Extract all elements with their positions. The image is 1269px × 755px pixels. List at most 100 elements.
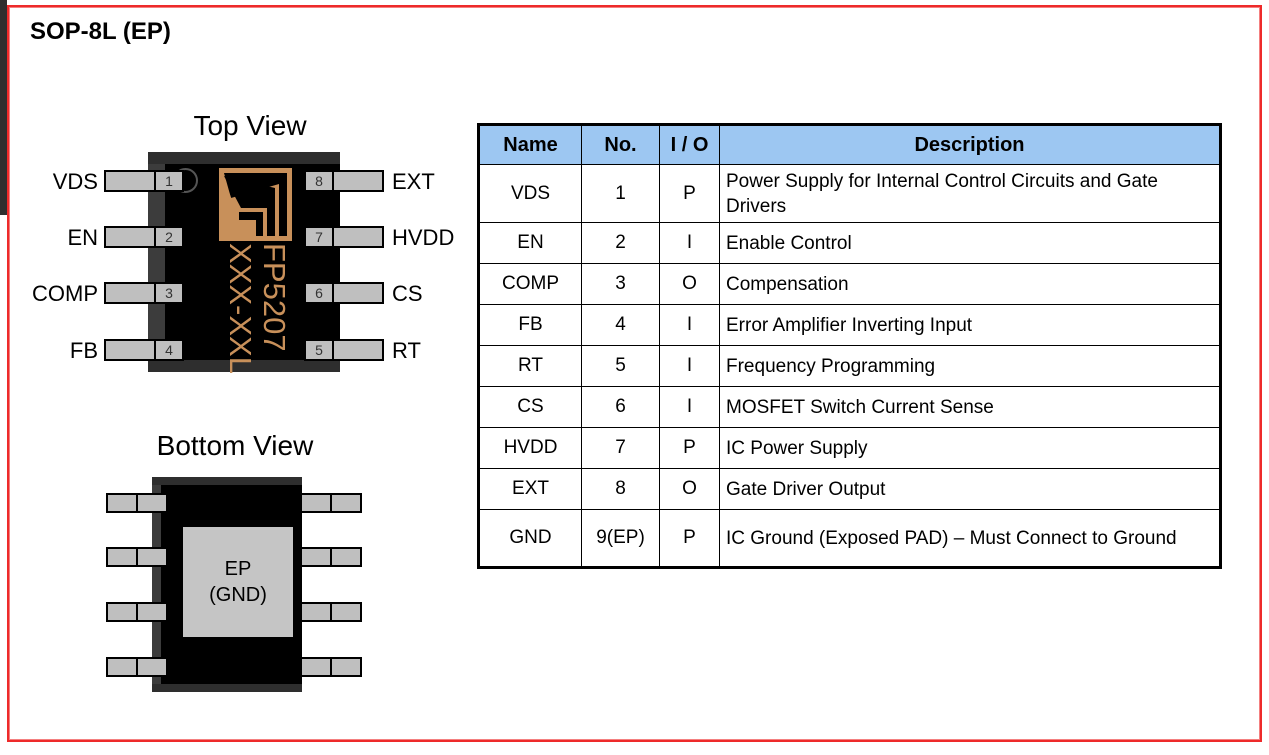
page-title: SOP-8L (EP) (30, 18, 171, 45)
pin-number-2: 2 (154, 228, 182, 246)
table-header-row: Name No. I / O Description (478, 124, 1221, 165)
column-header-io: I / O (659, 124, 720, 165)
chip-bevel-right-bottomview (0, 0, 7, 215)
cell-name: EXT (478, 468, 582, 510)
pin-label-cs: CS (392, 281, 423, 306)
page-border (7, 5, 1262, 742)
column-header-name: Name (478, 124, 582, 165)
cell-description: MOSFET Switch Current Sense (719, 386, 1221, 428)
cell-io: P (659, 509, 720, 568)
top-view-diagram: FP5207 XXX-XXL VDS 1 EN 2 COMP 3 FB 4 8 … (0, 0, 470, 400)
cell-name: FB (478, 304, 582, 346)
bottom-pin-lead-6 (300, 602, 362, 622)
chip-bevel-top (148, 152, 340, 164)
chip-bevel-top-bottomview (152, 477, 302, 485)
column-header-no: No. (581, 124, 660, 165)
pin-lead-outer (334, 228, 382, 246)
cell-name: EN (478, 222, 582, 264)
cell-io: I (659, 222, 720, 264)
bottom-pin-lead-7 (300, 547, 362, 567)
cell-description: Enable Control (719, 222, 1221, 264)
pin-label-vds: VDS (52, 169, 98, 194)
pin-number-6: 6 (306, 284, 334, 302)
pin-lead-4: 4 (104, 339, 184, 361)
bottom-pin-seg (108, 604, 136, 620)
pin-lead-5: 5 (304, 339, 384, 361)
top-view-heading: Top View (193, 110, 307, 141)
pin-label-fb: FB (69, 338, 98, 363)
cell-no: 5 (581, 345, 660, 387)
cell-no: 8 (581, 468, 660, 510)
cell-no: 7 (581, 427, 660, 469)
bottom-pin-seg (136, 604, 166, 620)
exposed-pad-label-gnd: (GND) (209, 584, 267, 606)
pin-lead-8: 8 (304, 170, 384, 192)
pin-label-rt: RT (392, 338, 421, 363)
bottom-pin-seg (136, 495, 166, 511)
chip-bevel-left-bottomview (152, 477, 161, 692)
bottom-pin-seg (330, 659, 360, 675)
bottom-pin-lead-8 (300, 493, 362, 513)
bottom-view-heading: Bottom View (156, 430, 314, 461)
cell-io: P (659, 427, 720, 469)
pin-lead-1: 1 (104, 170, 184, 192)
pin-label-en: EN (67, 225, 98, 250)
bottom-pin-seg (330, 604, 360, 620)
bottom-view-diagram: EP (GND) (0, 0, 1269, 692)
cell-name: COMP (478, 263, 582, 305)
cell-description: IC Power Supply (719, 427, 1221, 469)
cell-name: GND (478, 509, 582, 568)
page-border-inner (9, 7, 1260, 740)
pin-lead-outer (334, 341, 382, 359)
bottom-pin-seg (302, 495, 330, 511)
cell-no: 4 (581, 304, 660, 346)
pin-lead-outer (106, 172, 154, 190)
pin-lead-outer (106, 284, 154, 302)
exposed-pad-label-ep: EP (224, 558, 252, 580)
pin-label-comp: COMP (32, 281, 98, 306)
cell-no: 1 (581, 164, 660, 223)
bottom-pin-seg (330, 549, 360, 565)
pin-number-8: 8 (306, 172, 334, 190)
pin-label-ext: EXT (392, 169, 435, 194)
cell-no: 3 (581, 263, 660, 305)
pin-lead-outer (106, 228, 154, 246)
cell-io: O (659, 263, 720, 305)
cell-description: Compensation (719, 263, 1221, 305)
cell-description: IC Ground (Exposed PAD) – Must Connect t… (719, 509, 1221, 568)
manufacturer-logo-icon (219, 168, 292, 241)
cell-name: VDS (478, 164, 582, 223)
pin-lead-7: 7 (304, 226, 384, 248)
cell-no: 6 (581, 386, 660, 428)
pin-lead-outer (106, 341, 154, 359)
cell-name: HVDD (478, 427, 582, 469)
bottom-pin-seg (330, 495, 360, 511)
pin-number-3: 3 (154, 284, 182, 302)
pin-number-5: 5 (306, 341, 334, 359)
bottom-pin-lead-1 (106, 493, 168, 513)
bottom-pin-seg (136, 549, 166, 565)
cell-description: Error Amplifier Inverting Input (719, 304, 1221, 346)
cell-description: Power Supply for Internal Control Circui… (719, 164, 1221, 223)
cell-name: CS (478, 386, 582, 428)
bottom-pin-seg (108, 659, 136, 675)
pin-lead-2: 2 (104, 226, 184, 248)
cell-io: I (659, 304, 720, 346)
pin-lead-6: 6 (304, 282, 384, 304)
cell-no: 2 (581, 222, 660, 264)
pin-lead-outer (334, 284, 382, 302)
cell-io: I (659, 386, 720, 428)
pin-lead-3: 3 (104, 282, 184, 304)
pin-number-4: 4 (154, 341, 182, 359)
cell-description: Gate Driver Output (719, 468, 1221, 510)
bottom-pin-seg (302, 604, 330, 620)
